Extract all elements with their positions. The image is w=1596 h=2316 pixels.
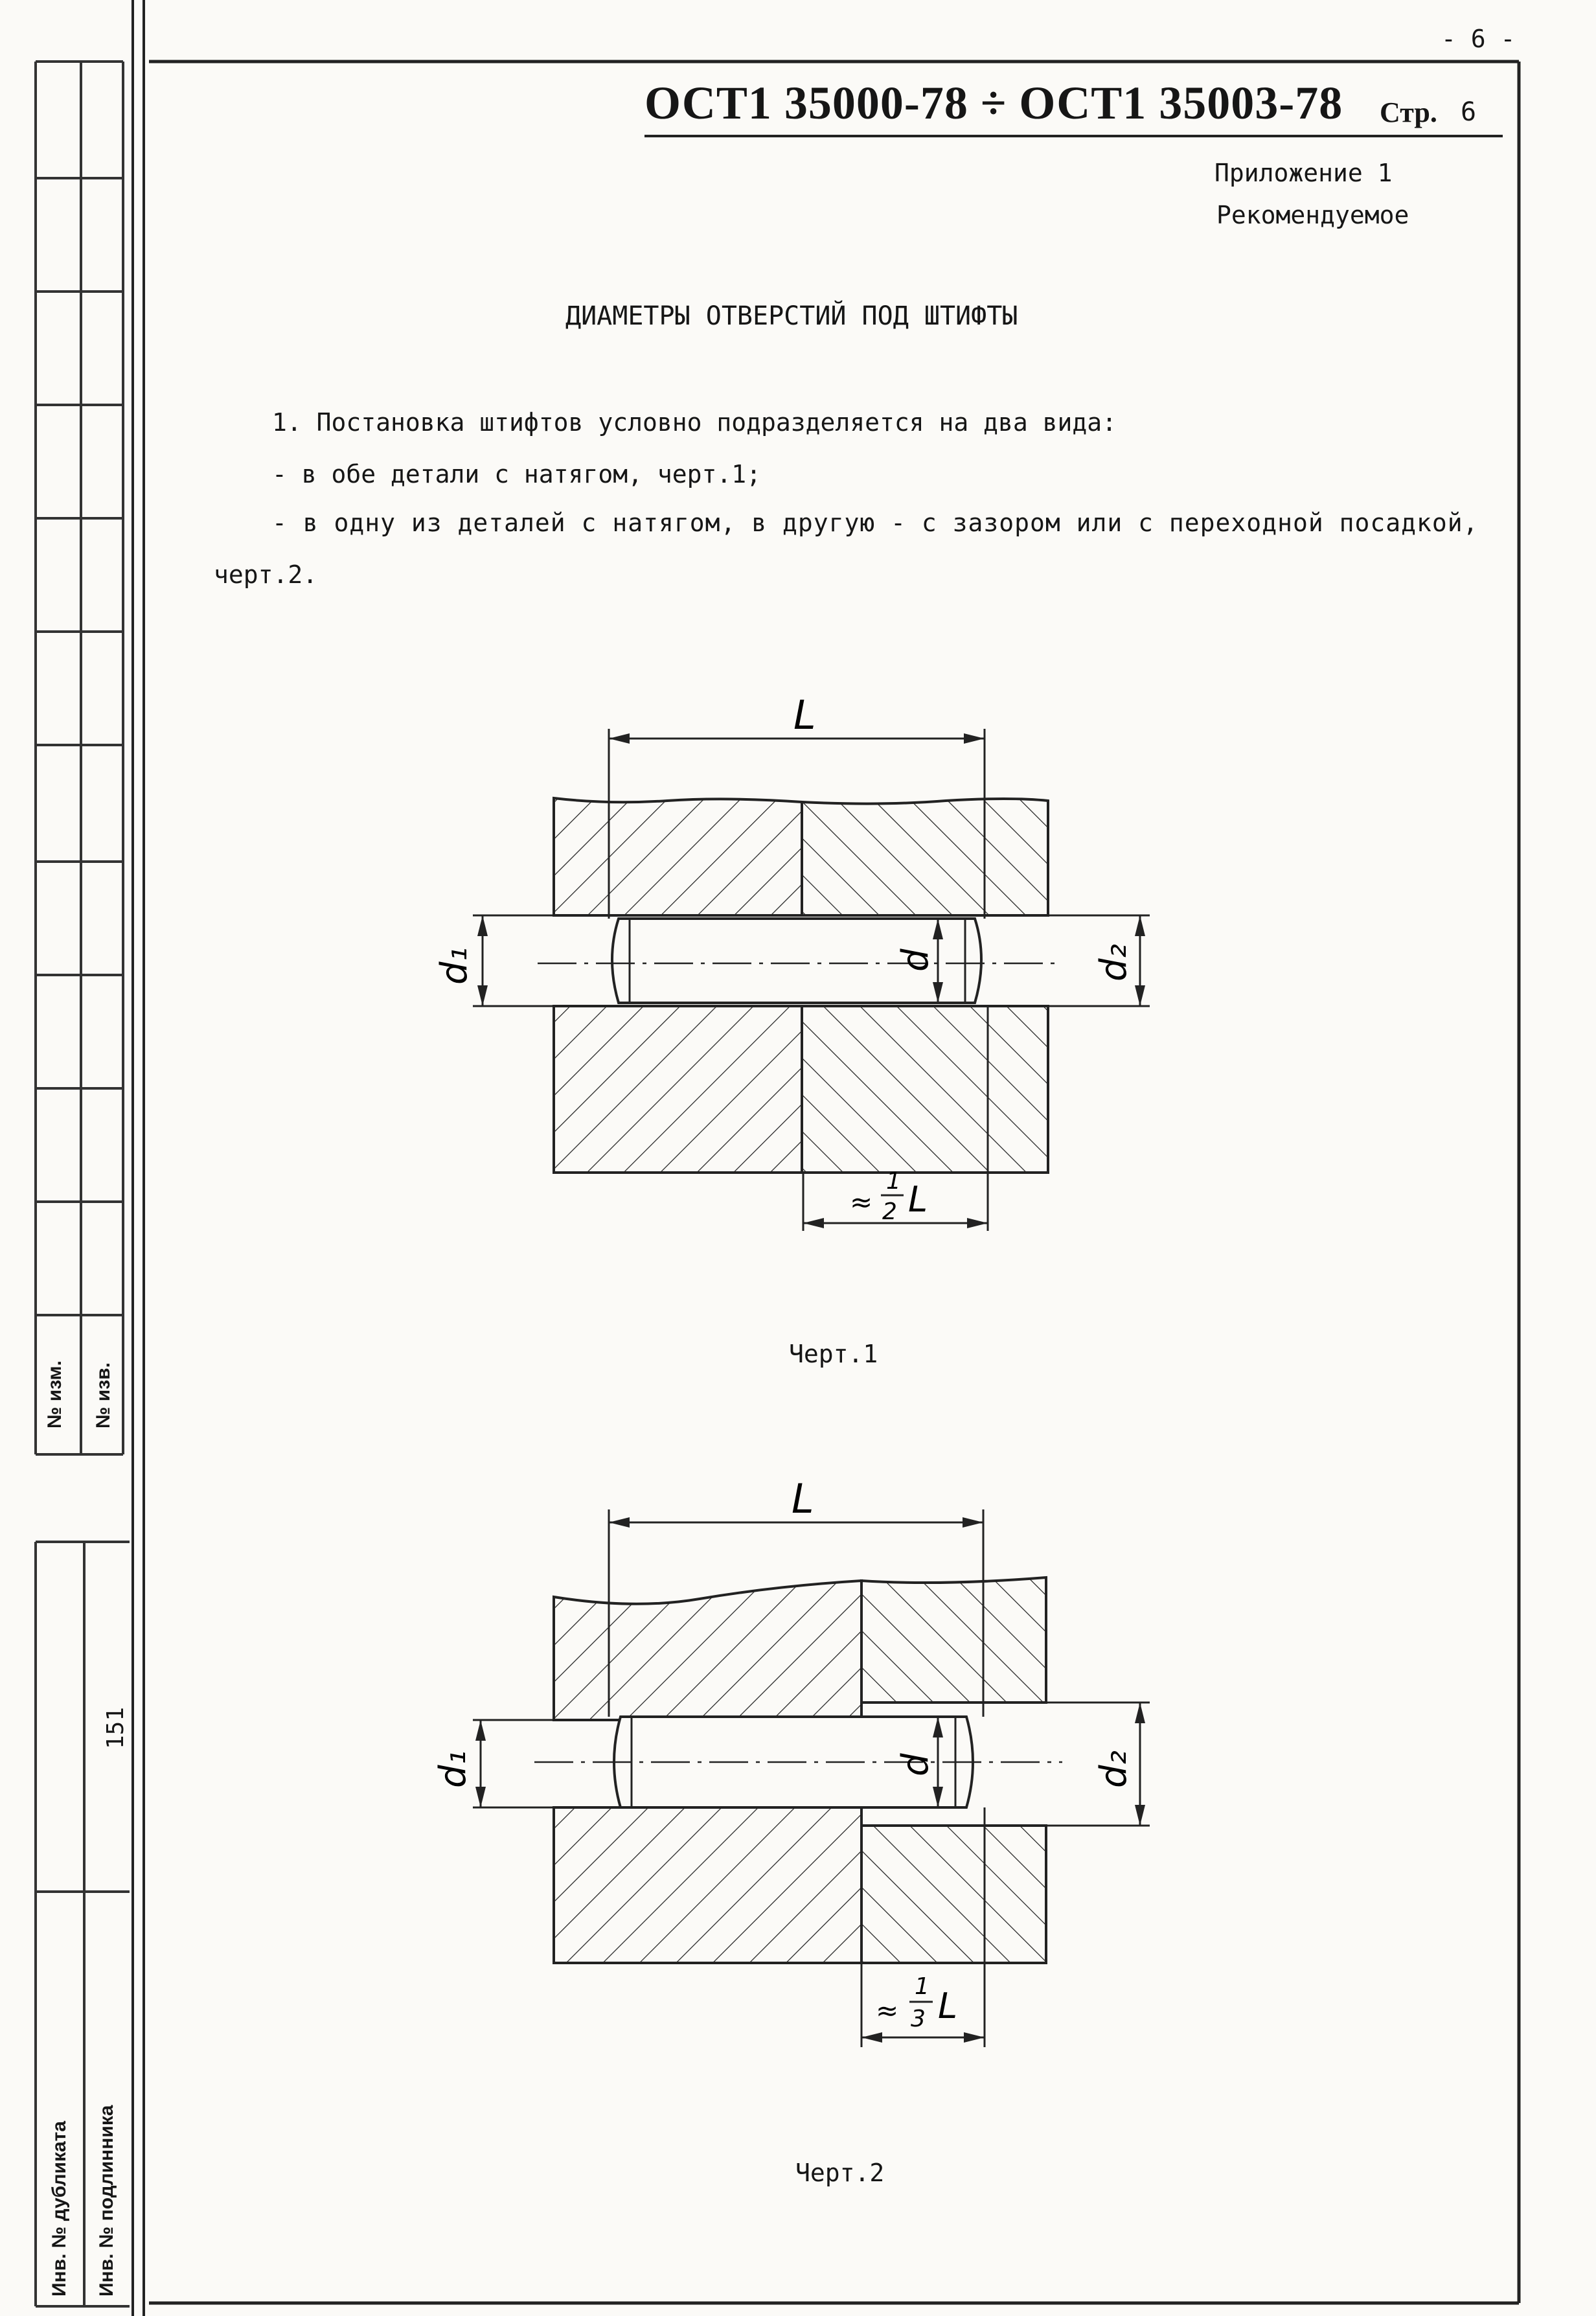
pin — [611, 917, 983, 1004]
part-left-lower — [553, 1005, 803, 1174]
part-right-upper — [801, 797, 1049, 917]
paragraph-1: 1. Постановка штифтов условно подразделя… — [272, 408, 1117, 437]
appendix-type: Рекомендуемое — [1216, 201, 1409, 229]
dim-d-label: d — [895, 1753, 937, 1776]
dim-L-label: L — [793, 700, 816, 739]
part-left-upper — [553, 796, 803, 917]
drawing-2: L d₁ d d₂ ≈ 1 3 L — [432, 1475, 1150, 2047]
dim-frac-L: L — [938, 1986, 957, 2026]
dim-approx: ≈ — [876, 1995, 898, 2026]
dim-approx: ≈ — [850, 1186, 872, 1218]
part-right-lower — [801, 1005, 1049, 1174]
part-right-lower — [860, 1824, 1047, 1964]
part-left-lower — [553, 1806, 863, 1964]
page-title: ДИАМЕТРЫ ОТВЕРСТИЙ ПОД ШТИФТЫ — [565, 301, 1018, 331]
dim-d-label: d — [895, 948, 937, 972]
appendix-number: Приложение 1 — [1214, 159, 1393, 187]
dim-frac-den: 2 — [882, 1198, 897, 1225]
stamp-inv-dubl-label: Инв. № дубликата — [49, 2120, 70, 2297]
drawing-2-caption: Черт.2 — [795, 2159, 885, 2187]
dim-L-label: L — [792, 1475, 814, 1522]
standard-number: ОСТ1 35000-78 ÷ ОСТ1 35003-78 — [644, 77, 1343, 129]
dim-d1-label: d₁ — [432, 1750, 474, 1788]
page-number: - 6 - — [1441, 25, 1516, 53]
paragraph-4: черт.2. — [214, 560, 318, 589]
dim-frac-num: 1 — [915, 1973, 929, 2000]
dim-frac-L: L — [908, 1179, 928, 1220]
part-right-upper — [860, 1576, 1047, 1704]
page-value: 6 — [1461, 97, 1477, 127]
paragraph-3: - в одну из деталей с натягом, в другую … — [272, 509, 1479, 537]
stamp-izv-label: № изв. — [93, 1362, 114, 1428]
paragraph-2: - в обе детали с натягом, черт.1; — [272, 460, 761, 488]
drawing-1: L d₁ d d₂ ≈ 1 2 L — [433, 700, 1150, 1231]
stamp-izm-label: № изм. — [44, 1360, 65, 1428]
dim-d2-label: d₂ — [1093, 944, 1135, 981]
page-label: Стр. — [1380, 97, 1437, 128]
drawing-1-caption: Черт.1 — [789, 1340, 878, 1368]
stamp-number: 151 — [102, 1706, 129, 1749]
dim-frac-den: 3 — [911, 2006, 926, 2032]
dim-d2-label: d₂ — [1093, 1750, 1135, 1788]
dim-frac-num: 1 — [886, 1168, 901, 1195]
stamp-inv-podl-label: Инв. № подлинника — [96, 2105, 117, 2297]
dim-d1-label: d₁ — [433, 947, 475, 985]
part-left-upper — [553, 1579, 863, 1721]
